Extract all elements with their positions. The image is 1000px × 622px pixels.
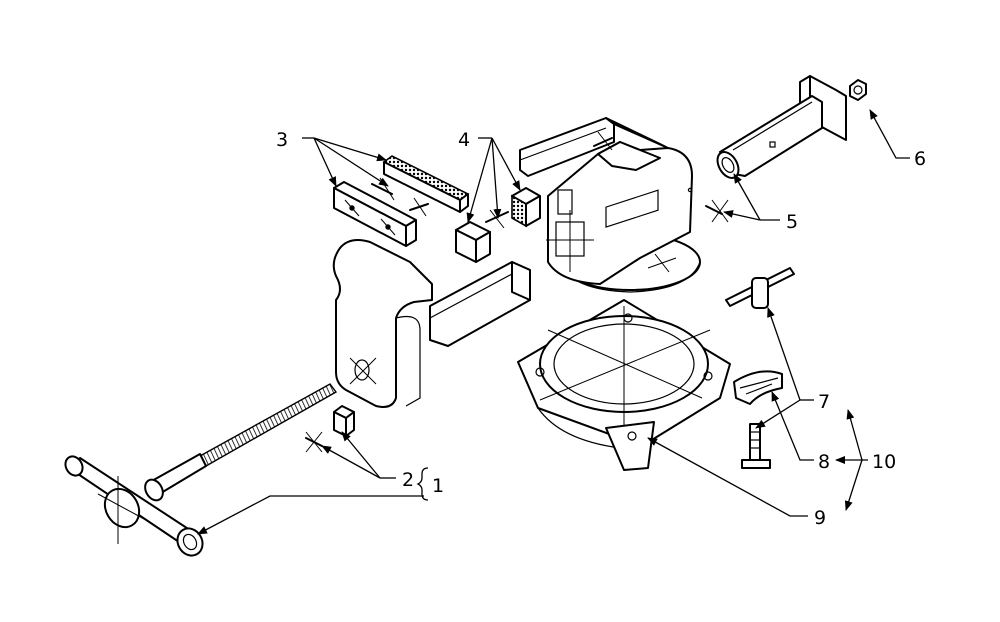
part-pin-5 <box>705 199 729 223</box>
part-small-insert-right <box>511 187 541 228</box>
part-front-jaw <box>332 239 531 408</box>
part-t-bolt <box>741 423 771 469</box>
callout-8: 8 <box>818 451 830 473</box>
part-spindle-shaft <box>716 75 847 179</box>
part-rear-body <box>519 117 701 293</box>
part-main-screw <box>144 383 338 502</box>
part-nut <box>849 79 867 101</box>
part-t-handle <box>725 267 795 309</box>
callout-3: 3 <box>276 129 288 151</box>
callout-4: 4 <box>458 129 470 151</box>
part-handle <box>64 455 204 557</box>
part-jaw-insert-smooth <box>333 181 417 247</box>
callout-7: 7 <box>818 391 830 413</box>
callout-labels: 3 4 6 5 7 8 10 9 2 1 <box>276 129 926 529</box>
part-guide-nut <box>333 405 355 437</box>
part-jaw-insert-knurled <box>382 155 470 213</box>
callout-6: 6 <box>914 148 926 170</box>
leader-lines <box>197 109 910 535</box>
part-pin-top <box>593 131 613 151</box>
callout-10: 10 <box>872 451 896 473</box>
part-pin-2 <box>305 431 323 453</box>
callout-9: 9 <box>814 507 826 529</box>
callout-2: 2 <box>402 469 414 491</box>
part-swivel-base <box>517 299 731 471</box>
part-clamp-shoe <box>733 370 783 405</box>
part-small-insert-left <box>455 221 491 263</box>
callout-1: 1 <box>432 475 444 497</box>
callout-5: 5 <box>786 211 798 233</box>
